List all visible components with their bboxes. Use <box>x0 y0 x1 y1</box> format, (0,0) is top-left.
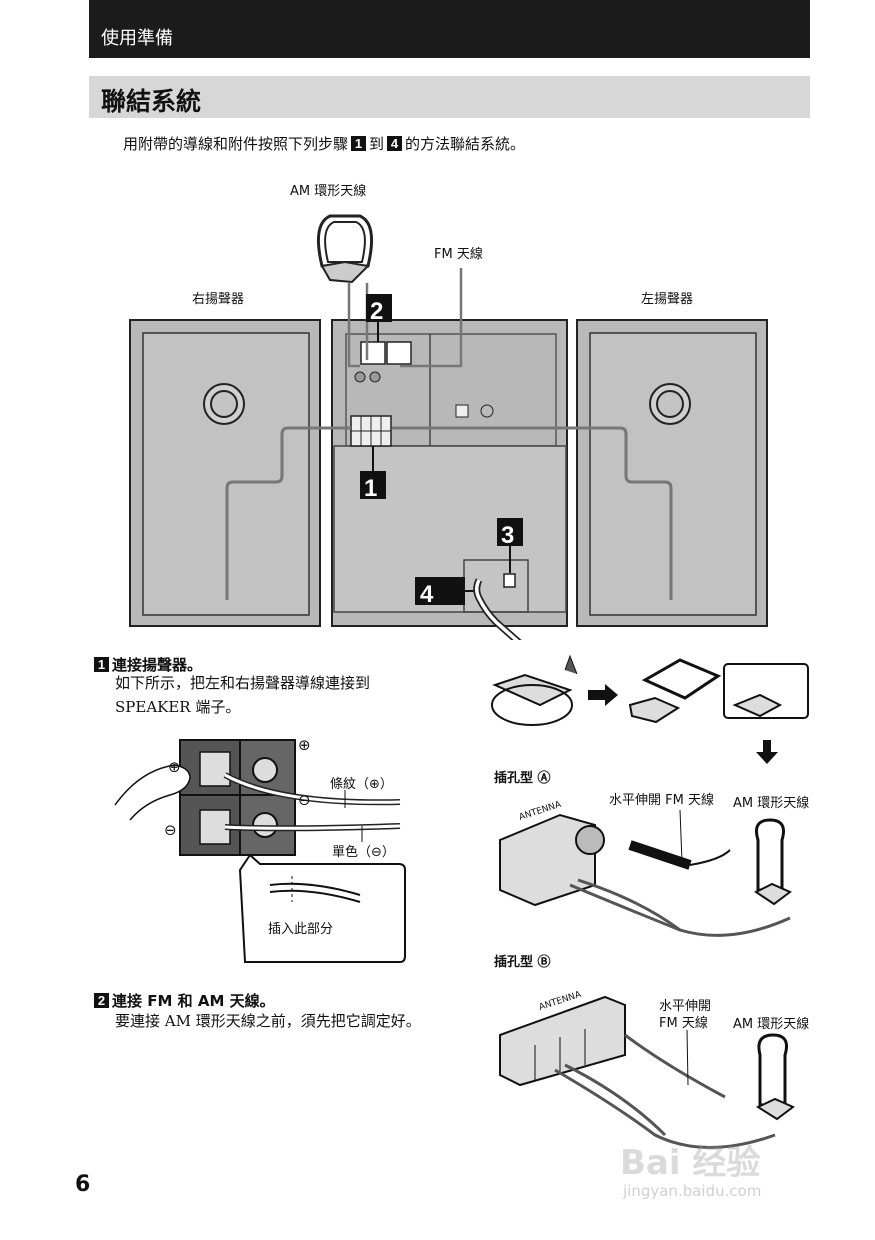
fm-antenna-label: FM 天線 <box>434 247 483 262</box>
step1-number: 1 <box>94 657 109 672</box>
am-antenna-label: AM 環形天線 <box>290 184 367 199</box>
step2-heading-text: 連接 FM 和 AM 天線。 <box>112 992 275 1010</box>
svg-text:⊖: ⊖ <box>298 791 311 809</box>
intro-step-to: 4 <box>387 136 403 151</box>
step1-body: 如下所示，把左和右揚聲器導線連接到 SPEAKER 端子。 <box>115 674 371 716</box>
intro-to: 到 <box>369 135 385 153</box>
step1-heading-text: 連接揚聲器。 <box>112 656 203 674</box>
jack-type-a-illustration: ANTENNA <box>499 800 792 937</box>
step2-number: 2 <box>94 993 109 1008</box>
intro-after: 的方法聯結系統。 <box>405 135 526 153</box>
right-speaker-label: 右揚聲器 <box>192 292 245 307</box>
step-1-label: 1 <box>364 475 377 502</box>
watermark-logo: Bai 经验 <box>620 1143 761 1183</box>
watermark-url: jingyan.baidu.com <box>623 1182 762 1200</box>
speaker-terminal-illustration: ⊕ ⊕ ⊖ ⊖ <box>114 736 406 963</box>
stripe-wire-label: 條紋（⊕） <box>330 777 393 792</box>
title-bar: 聯結系統 <box>89 76 810 118</box>
section-header: 使用準備 <box>89 0 810 58</box>
page-number: 6 <box>75 1172 91 1197</box>
svg-text:⊖: ⊖ <box>164 821 177 839</box>
jack-type-b-label: 插孔型 Ⓑ <box>494 955 551 970</box>
am-loop-antenna <box>316 214 374 284</box>
solid-wire-label: 單色（⊖） <box>332 845 395 860</box>
step-1-marker <box>360 446 386 499</box>
step-2-label: 2 <box>370 298 383 325</box>
type-a-fm-label: 水平伸開 FM 天線 <box>609 793 714 808</box>
type-b-fm-label-2: FM 天線 <box>659 1016 708 1031</box>
intro-step-from: 1 <box>351 136 367 151</box>
step-4-marker <box>415 577 474 605</box>
section-title: 使用準備 <box>101 28 173 49</box>
step-3-label: 3 <box>501 522 514 549</box>
fm-antenna-wire <box>400 268 463 368</box>
down-arrow-icon <box>756 740 778 764</box>
insert-part-label: 插入此部分 <box>268 922 334 937</box>
step-4-label: 4 <box>420 581 434 608</box>
system-connection-diagram: 2 1 3 4 <box>129 214 768 640</box>
intro-before: 用附帶的導線和附件按照下列步驟 <box>123 135 349 153</box>
finger-illustration <box>114 764 191 821</box>
step2-body: 要連接 AM 環形天線之前，須先把它調定好。 <box>115 1012 421 1030</box>
jack-type-b-illustration: ANTENNA <box>499 990 795 1149</box>
svg-text:⊕: ⊕ <box>168 758 181 776</box>
type-b-fm-label-1: 水平伸開 <box>659 999 712 1014</box>
left-speaker-wire <box>392 426 673 600</box>
type-a-am-label: AM 環形天線 <box>733 796 810 811</box>
page-title: 聯結系統 <box>101 87 202 116</box>
step-3-marker <box>497 518 523 588</box>
jack-type-a-label: 插孔型 Ⓐ <box>494 771 551 786</box>
left-speaker-label: 左揚聲器 <box>641 292 694 307</box>
arrow-icon <box>588 684 618 706</box>
step-2-marker <box>366 294 392 342</box>
type-b-am-label: AM 環形天線 <box>733 1017 810 1032</box>
svg-text:⊕: ⊕ <box>298 736 311 754</box>
right-speaker-wire <box>225 426 351 600</box>
am-antenna-assembly-illustration <box>491 654 809 764</box>
